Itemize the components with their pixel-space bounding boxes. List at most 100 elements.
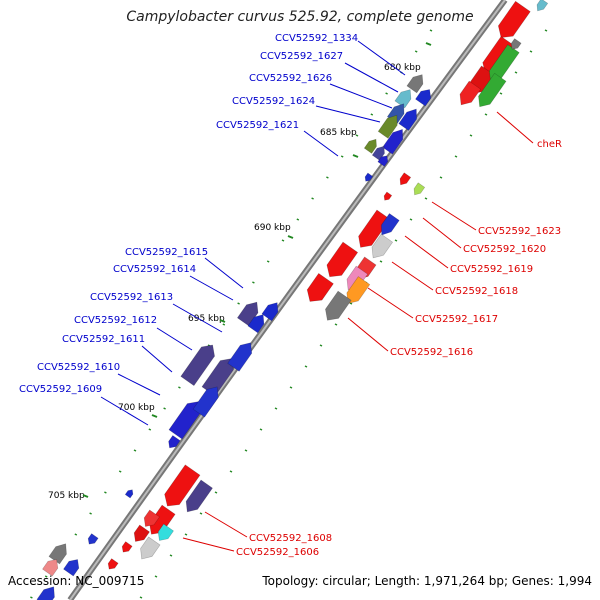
- reverse-gene: [133, 524, 150, 542]
- reverse-gene: [381, 213, 400, 236]
- minor-tick: [311, 197, 314, 200]
- forward-gene-label[interactable]: CCV52592_1611: [62, 334, 145, 345]
- accession-text: Accession: NC_009715: [8, 574, 145, 588]
- minor-tick: [469, 134, 473, 137]
- minor-tick: [214, 491, 218, 494]
- forward-gene-label[interactable]: CCV52592_1626: [249, 73, 332, 84]
- forward-gene: [63, 559, 80, 577]
- map-title: Campylobacter curvus 525.92, complete ge…: [126, 9, 474, 25]
- forward-gene: [192, 386, 219, 418]
- reverse-gene: [140, 536, 161, 560]
- reverse-gene: [121, 541, 133, 553]
- reverse-gene-label[interactable]: CCV52592_1606: [236, 547, 319, 558]
- reverse-gene: [399, 172, 412, 186]
- reverse-gene: [478, 72, 507, 108]
- minor-tick: [385, 92, 388, 95]
- tick-mark: [219, 319, 226, 323]
- forward-gene: [261, 302, 279, 322]
- forward-gene-label[interactable]: CCV52592_1609: [19, 384, 102, 395]
- forward-gene: [377, 114, 398, 139]
- forward-leader-line: [117, 373, 161, 396]
- reverse-leader-line: [431, 201, 477, 231]
- minor-tick: [222, 323, 226, 326]
- forward-gene-label[interactable]: CCV52592_1612: [74, 315, 157, 326]
- reverse-gene-label[interactable]: CCV52592_1619: [450, 264, 533, 275]
- minor-tick: [178, 386, 181, 389]
- minor-tick: [229, 470, 233, 473]
- reverse-gene-label[interactable]: CCV52592_1620: [463, 244, 546, 255]
- forward-gene-label[interactable]: CCV52592_1334: [275, 33, 358, 44]
- reverse-leader-line: [422, 217, 462, 249]
- minor-tick: [484, 113, 488, 116]
- forward-gene: [398, 108, 417, 131]
- tick-mark: [425, 42, 432, 46]
- reverse-gene: [497, 0, 531, 38]
- forward-gene: [382, 128, 404, 155]
- tick-mark: [287, 235, 294, 239]
- minor-tick: [74, 533, 78, 536]
- minor-tick: [199, 512, 203, 515]
- reverse-gene: [510, 38, 522, 50]
- reverse-gene: [413, 182, 426, 196]
- reverse-gene-label[interactable]: CCV52592_1616: [390, 347, 473, 358]
- reverse-gene-label[interactable]: CCV52592_1623: [478, 226, 561, 237]
- reverse-gene: [371, 233, 394, 259]
- reverse-gene: [143, 509, 160, 527]
- minor-tick: [529, 50, 533, 53]
- minor-tick: [184, 533, 188, 536]
- forward-leader-line: [344, 62, 399, 93]
- minor-tick: [274, 407, 278, 410]
- forward-gene-label[interactable]: CCV52592_1621: [216, 120, 299, 131]
- tick-label: 705 kbp: [48, 491, 85, 501]
- forward-leader-line: [141, 345, 173, 373]
- minor-tick: [499, 92, 503, 95]
- tick-label: 695 kbp: [188, 314, 225, 324]
- backbone-highlight: [69, 0, 506, 600]
- tick-label: 690 kbp: [254, 223, 291, 233]
- forward-leader-line: [100, 396, 149, 426]
- minor-tick: [304, 365, 308, 368]
- forward-gene-label[interactable]: CCV52592_1624: [232, 96, 315, 107]
- reverse-gene: [346, 276, 371, 304]
- tick-mark: [352, 154, 359, 158]
- reverse-leader-line: [404, 235, 449, 269]
- forward-gene-label[interactable]: CCV52592_1610: [37, 362, 120, 373]
- reverse-gene-label[interactable]: CCV52592_1608: [249, 533, 332, 544]
- reverse-gene-label[interactable]: CCV52592_1617: [415, 314, 498, 325]
- tick-mark: [82, 494, 89, 498]
- reverse-gene-label[interactable]: cheR: [537, 139, 562, 150]
- reverse-gene: [326, 241, 359, 278]
- gene-features: [36, 0, 549, 600]
- forward-gene: [48, 543, 67, 565]
- forward-leader-line: [172, 303, 223, 333]
- reverse-gene: [157, 523, 174, 541]
- reverse-gene: [459, 80, 482, 106]
- minor-tick: [439, 176, 443, 179]
- tick-label: 700 kbp: [118, 403, 155, 413]
- forward-gene-label[interactable]: CCV52592_1613: [90, 292, 173, 303]
- forward-gene-label[interactable]: CCV52592_1627: [260, 51, 343, 62]
- minor-tick: [429, 29, 433, 32]
- reverse-gene: [306, 272, 334, 302]
- forward-gene: [406, 74, 424, 94]
- forward-leader-line: [303, 130, 339, 157]
- minor-tick: [326, 176, 329, 179]
- minor-tick: [319, 344, 323, 347]
- minor-tick: [454, 155, 458, 158]
- minor-tick: [394, 239, 398, 242]
- minor-tick: [169, 554, 173, 557]
- minor-tick: [237, 302, 240, 305]
- forward-gene-label[interactable]: CCV52592_1615: [125, 247, 208, 258]
- reverse-gene: [185, 479, 213, 513]
- forward-gene-label[interactable]: CCV52592_1614: [113, 264, 196, 275]
- minor-tick: [414, 50, 418, 53]
- forward-gene: [371, 145, 385, 161]
- minor-tick: [266, 260, 270, 263]
- forward-leader-line: [156, 327, 193, 351]
- minor-tick: [104, 491, 107, 494]
- reverse-leader-line: [496, 111, 534, 144]
- reverse-gene-label[interactable]: CCV52592_1618: [435, 286, 518, 297]
- forward-gene: [36, 586, 55, 600]
- minor-tick: [289, 386, 293, 389]
